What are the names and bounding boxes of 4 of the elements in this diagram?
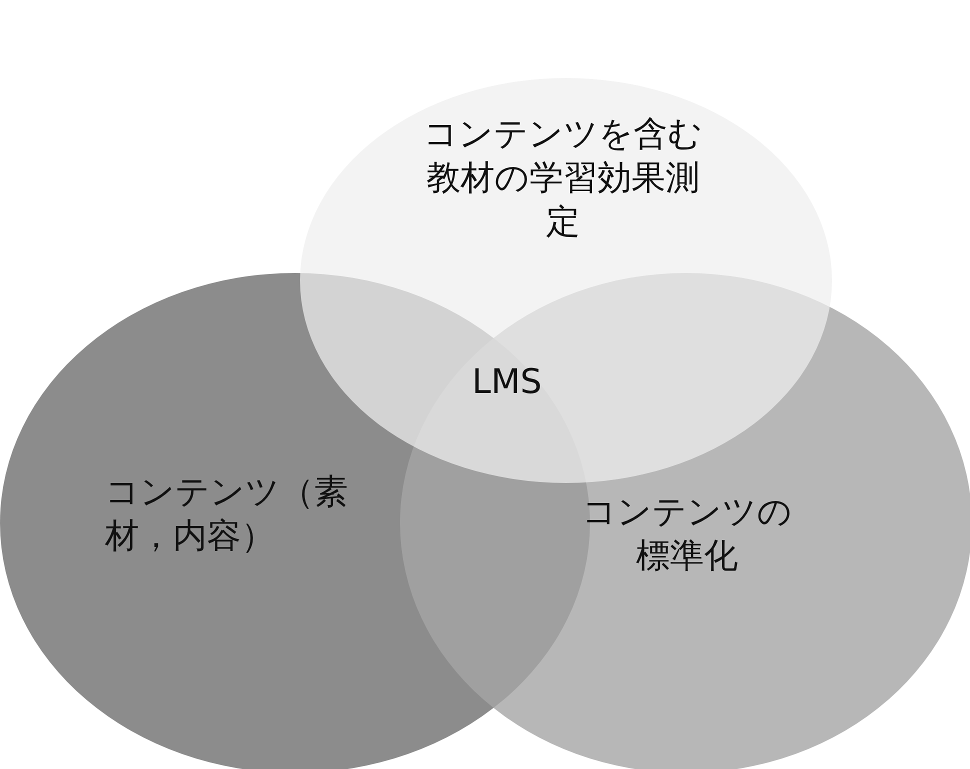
overlap-label: LMS [472,362,542,402]
circle-label: コンテンツを含む教材の学習効果測定 [422,113,704,244]
circle-label: コンテンツ（素材，内容） [105,471,349,558]
circle-label: コンテンツの標準化 [581,491,794,578]
